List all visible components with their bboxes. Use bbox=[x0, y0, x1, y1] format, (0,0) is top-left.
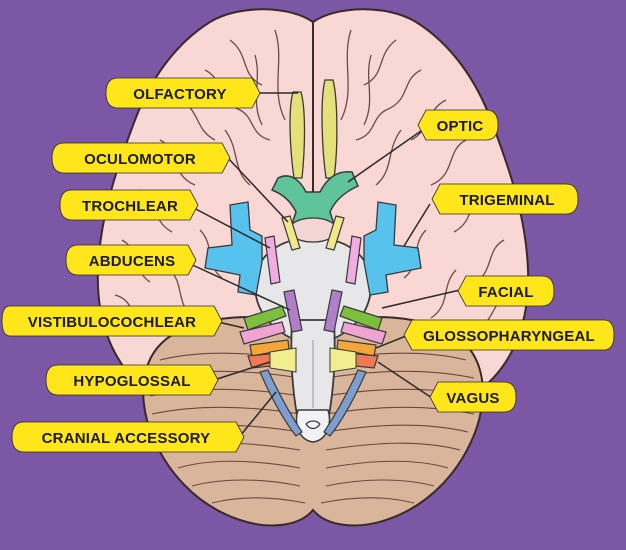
leader-oculomotor bbox=[227, 157, 289, 223]
abducens-nerve-right bbox=[323, 289, 343, 333]
leader-abducens bbox=[185, 261, 291, 311]
spinal-cord bbox=[295, 409, 331, 443]
trochlear-nerve-right bbox=[345, 235, 362, 285]
label-cranial-accessory: CRANIAL ACCESSORY bbox=[11, 421, 245, 453]
label-text-abducens: ABDUCENS bbox=[89, 253, 176, 270]
olfactory-nerve-right bbox=[321, 79, 338, 179]
label-vistibulocochlear: VISTIBULOCOCHLEAR bbox=[1, 305, 223, 337]
trigeminal-nerve-left bbox=[204, 201, 263, 296]
label-text-facial: FACIAL bbox=[478, 284, 533, 301]
label-text-vagus: VAGUS bbox=[446, 390, 499, 407]
leader-trochlear bbox=[189, 205, 271, 249]
oculomotor-nerve-right bbox=[325, 215, 345, 251]
label-text-optic: OPTIC bbox=[437, 118, 484, 135]
trigeminal-nerve-right bbox=[363, 201, 422, 296]
hypoglossal-nerve-left bbox=[269, 347, 297, 373]
label-text-oculomotor: OCULOMOTOR bbox=[84, 151, 196, 168]
label-text-hypoglossal: HYPOGLOSSAL bbox=[73, 373, 190, 390]
label-text-olfactory: OLFACTORY bbox=[133, 86, 226, 103]
label-text-vistibulocochlear: VISTIBULOCOCHLEAR bbox=[28, 314, 196, 331]
leader-hypoglossal bbox=[213, 361, 271, 381]
olfactory-nerve-left bbox=[289, 91, 306, 179]
label-text-cranial-accessory: CRANIAL ACCESSORY bbox=[42, 430, 211, 447]
vestibulocochlear-nerve-left bbox=[239, 321, 286, 345]
leader-trigeminal bbox=[403, 203, 431, 247]
leader-facial bbox=[381, 289, 461, 309]
leader-vagus bbox=[377, 361, 433, 399]
leader-glossopharyngeal bbox=[375, 335, 407, 349]
label-glossopharyngeal: GLOSSOPHARYNGEAL bbox=[403, 319, 615, 351]
label-hypoglossal: HYPOGLOSSAL bbox=[45, 364, 219, 396]
accessory-nerve-left bbox=[259, 369, 303, 437]
vestibulocochlear-nerve-right bbox=[340, 321, 387, 345]
facial-nerve-right bbox=[339, 305, 383, 331]
label-text-glossopharyngeal: GLOSSOPHARYNGEAL bbox=[423, 328, 595, 345]
facial-nerve-left bbox=[243, 305, 287, 331]
label-oculomotor: OCULOMOTOR bbox=[51, 142, 231, 174]
hypoglossal-nerve-right bbox=[329, 347, 357, 373]
leader-vistibulocochlear bbox=[217, 321, 245, 329]
oculomotor-nerve-left bbox=[281, 215, 301, 251]
label-abducens: ABDUCENS bbox=[65, 244, 197, 276]
leader-cranial-accessory bbox=[239, 391, 277, 437]
optic-chiasm bbox=[270, 171, 359, 231]
cranial-nerves bbox=[204, 79, 422, 437]
label-trigeminal: TRIGEMINAL bbox=[431, 183, 579, 215]
brainstem bbox=[254, 237, 372, 443]
label-text-trochlear: TROCHLEAR bbox=[82, 198, 178, 215]
label-trochlear: TROCHLEAR bbox=[59, 189, 199, 221]
label-olfactory: OLFACTORY bbox=[105, 77, 261, 109]
leader-optic bbox=[347, 125, 429, 183]
accessory-nerve-right bbox=[323, 369, 367, 437]
label-facial: FACIAL bbox=[457, 275, 555, 307]
leader-lines bbox=[185, 92, 461, 437]
label-vagus: VAGUS bbox=[429, 381, 517, 413]
abducens-nerve-left bbox=[283, 289, 303, 333]
label-optic: OPTIC bbox=[417, 109, 499, 141]
labels: OLFACTORY OPTIC OCULOMOTOR TROCHLEAR TRI… bbox=[1, 77, 615, 453]
label-text-trigeminal: TRIGEMINAL bbox=[459, 192, 554, 209]
